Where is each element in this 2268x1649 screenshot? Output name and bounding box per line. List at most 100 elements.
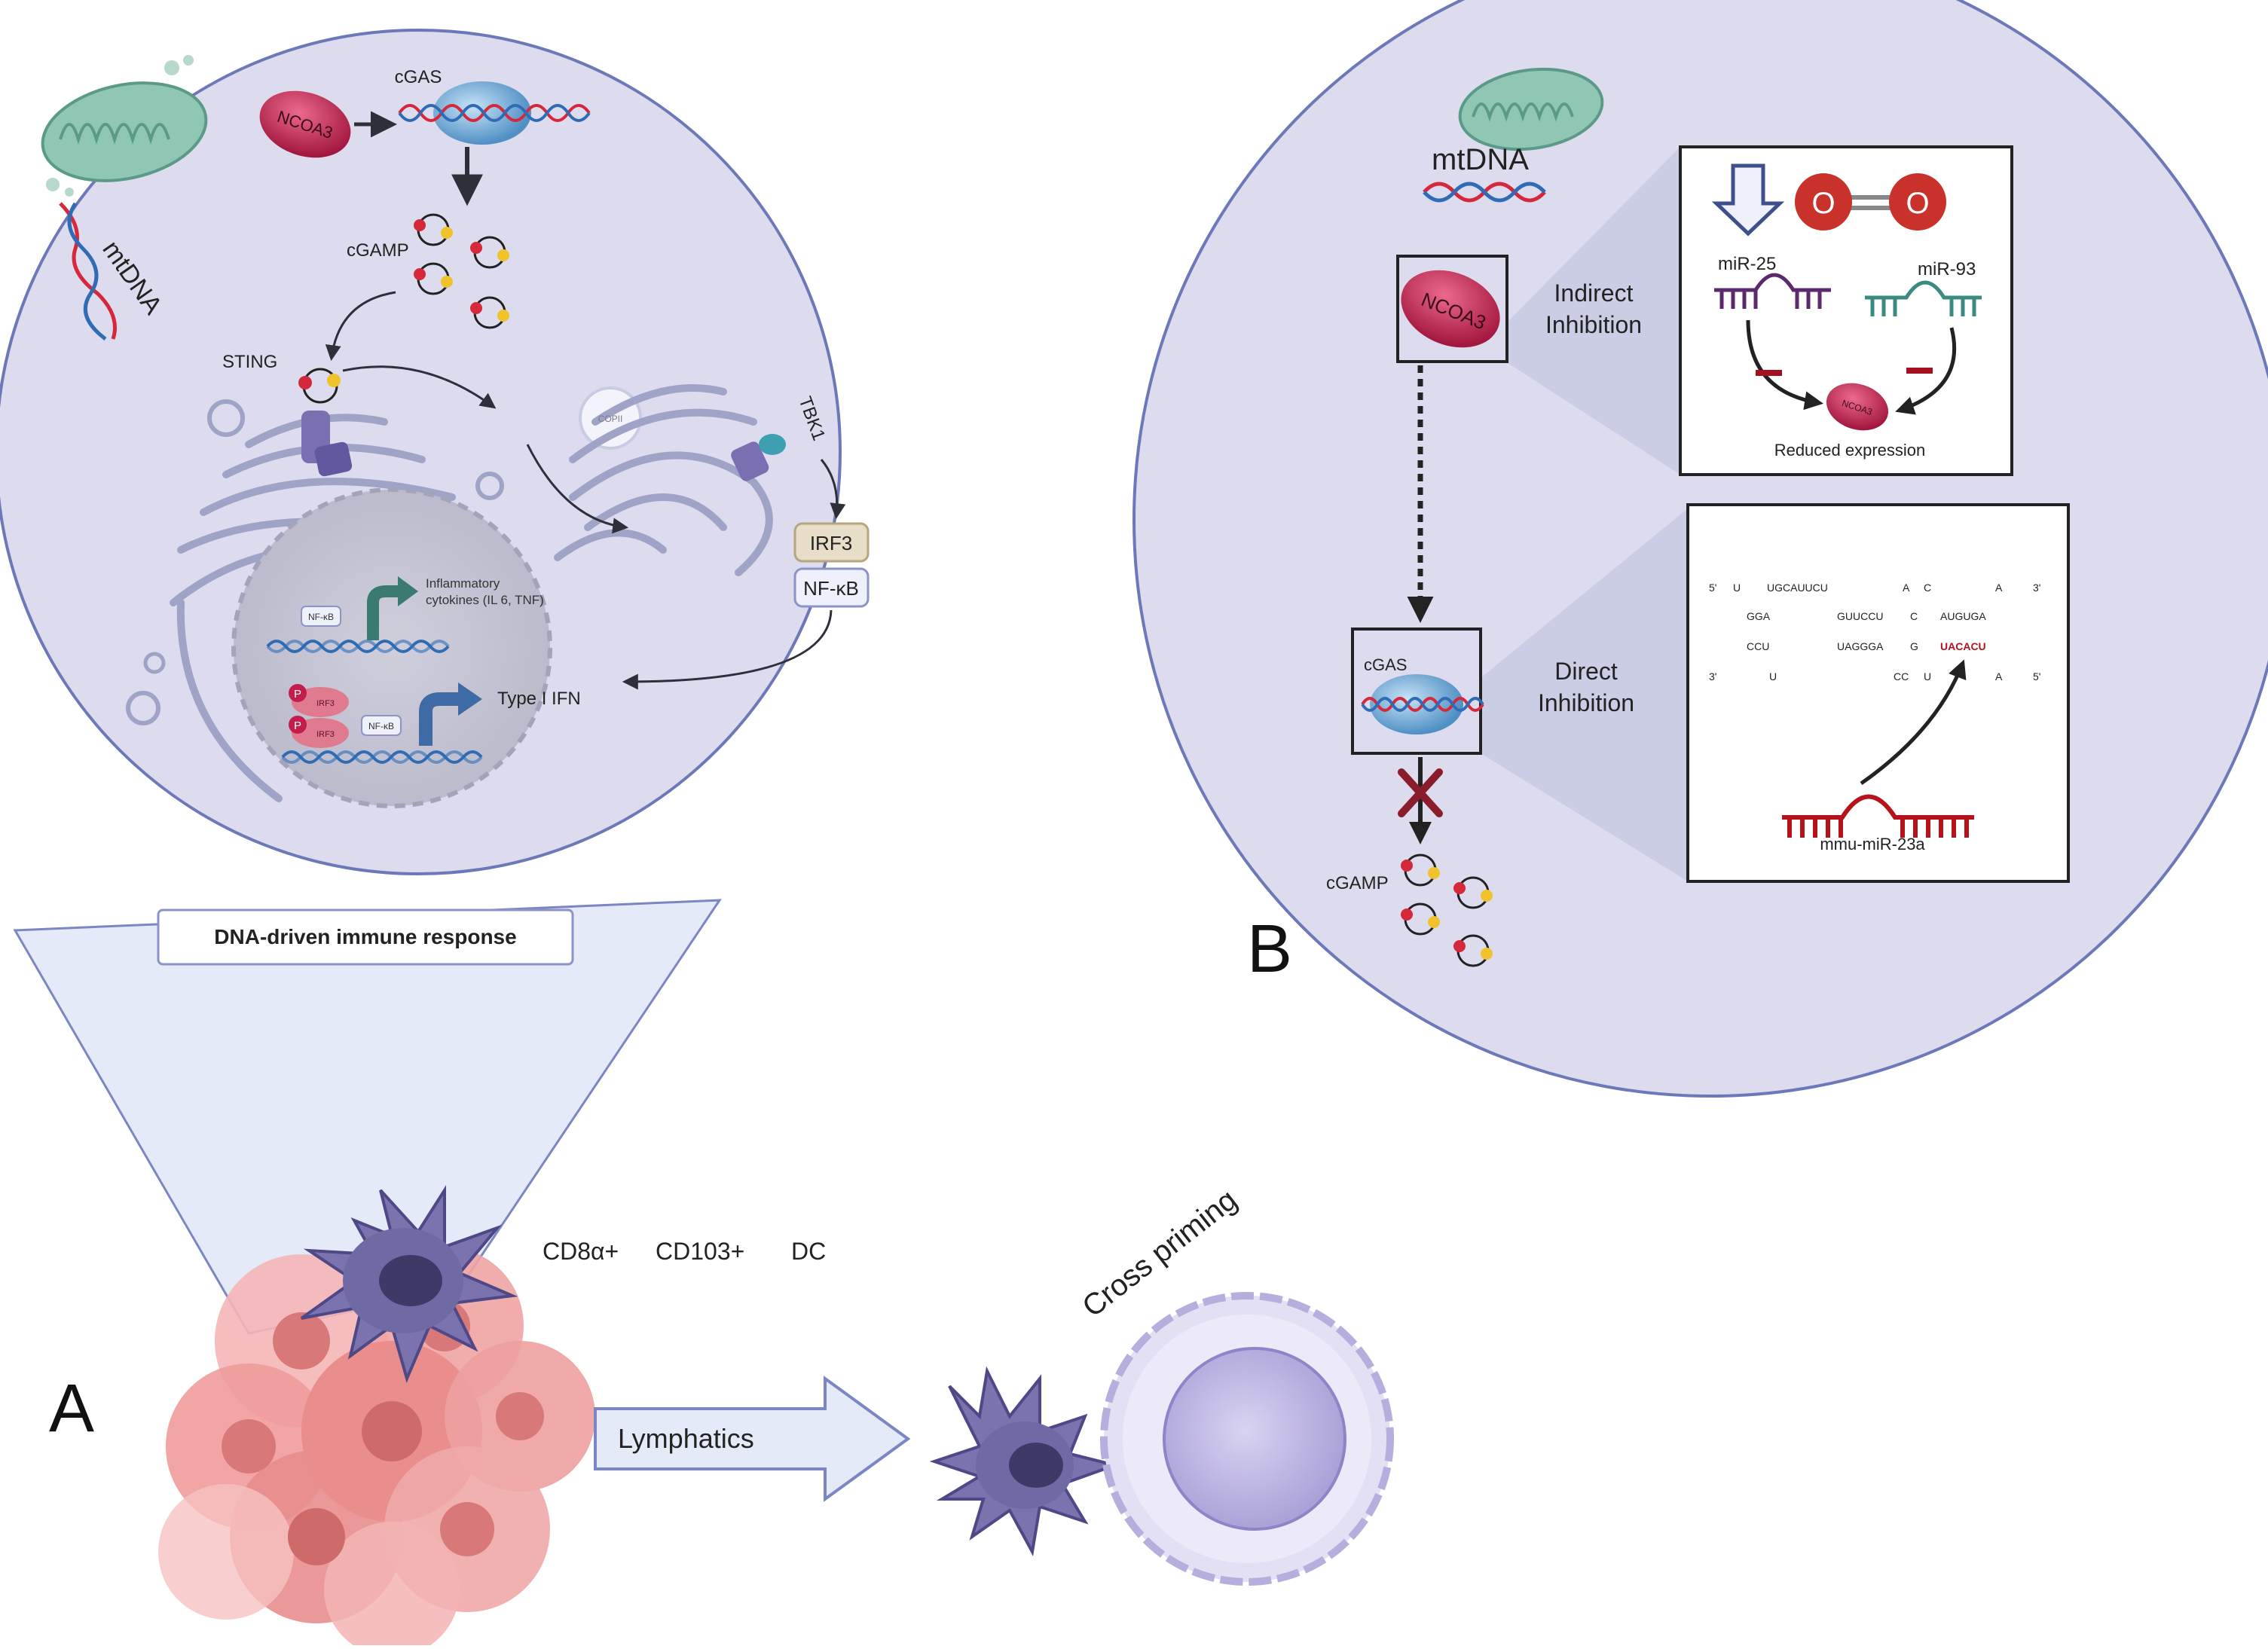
ncoa3-small-b	[1826, 383, 1889, 431]
seq-r1-a2: A	[1995, 582, 2003, 594]
sequence-alignment: 5' U UGCAUUCU A C A 3' GGA GUUCCU C AUGU…	[1709, 582, 2040, 683]
inflammatory-line2: cytokines (IL 6, TNF)	[426, 593, 544, 607]
mir93-hairpin-icon	[1865, 280, 1982, 316]
ncoa3-box-b	[1396, 255, 1508, 363]
phospho-2	[289, 716, 307, 734]
type1-ifn-label: Type I IFN	[497, 689, 581, 709]
copii-label: COPII	[598, 414, 623, 424]
mtdna-helix-a	[59, 202, 117, 340]
mir93-repress-arrow	[1895, 327, 1957, 415]
nfkb-box-label: NF-κB	[803, 577, 859, 600]
oxygen-left-label: O	[1811, 187, 1835, 220]
inflammatory-arrow	[367, 585, 399, 640]
dna-lower-a	[281, 750, 483, 764]
phospho-label-1: P	[294, 688, 301, 701]
mitochondrion-icon-b	[1458, 67, 1604, 151]
mir25-hairpin-icon	[1714, 273, 1831, 309]
mtdna-helix-b	[1423, 182, 1546, 203]
dc-label: DC	[791, 1238, 826, 1265]
direct-zoom-fan	[1481, 508, 1688, 881]
sting-label: STING	[222, 352, 277, 372]
seq-r1-c: C	[1924, 582, 1931, 594]
seq-r2-augu: AUGUGA	[1940, 610, 1986, 622]
seq-r2-c: C	[1910, 610, 1918, 622]
down-arrow-icon	[1711, 163, 1785, 237]
dendritic-cell-lymph	[929, 1366, 1120, 1557]
t-cell	[1100, 1292, 1394, 1586]
direct-line2: Inhibition	[1538, 689, 1634, 716]
cd103-label: CD103+	[656, 1238, 744, 1265]
cgas-label-b: cGAS	[1364, 655, 1407, 674]
nfkb-box	[793, 567, 870, 608]
seq-r4-a: A	[1995, 670, 2003, 683]
direct-line1: Direct	[1554, 658, 1618, 685]
phospho-1	[289, 684, 307, 702]
seq-r4-3prime: 3'	[1709, 670, 1716, 683]
nfkb-small-box-1	[301, 606, 341, 627]
irf3-small-label-2: IRF3	[316, 730, 335, 739]
ncoa3-protein-a	[259, 90, 351, 158]
dendritic-cell-tumor	[300, 1185, 518, 1383]
mirna-to-seed-arrow	[1860, 659, 1967, 786]
panel-b: mtDNA NCOA3 Indirect Inhibition cGAS Dir…	[1132, 0, 2268, 1098]
inflammatory-line1: Inflammatory	[426, 576, 500, 591]
panel-a: mtDNA NCOA3 cGAS cGAMP	[0, 29, 1394, 1649]
seq-r3-g: G	[1910, 640, 1918, 652]
cgamp-label-b: cGAMP	[1326, 873, 1389, 893]
lymphatics-label: Lymphatics	[618, 1423, 754, 1454]
panel-a-letter: A	[49, 1371, 94, 1446]
mir25-label: miR-25	[1718, 254, 1776, 274]
nuclear-envelope-a	[176, 599, 283, 802]
indirect-line1: Indirect	[1554, 279, 1634, 307]
mirna-23a-hairpin-icon	[1782, 794, 1974, 838]
seq-r4-u2: U	[1924, 670, 1931, 683]
mirna-23a-label: mmu-miR-23a	[1820, 835, 1925, 854]
nfkb-small-label-1: NF-κB	[308, 612, 334, 622]
dna-immune-banner-text: DNA-driven immune response	[214, 925, 516, 948]
inflammatory-arrow-head	[398, 576, 418, 606]
seq-r2-guuccu: GUUCCU	[1837, 610, 1883, 622]
sting-protein-a	[298, 368, 353, 477]
copii-to-er-arrow	[526, 444, 629, 534]
nfkb-to-nucleus-arrow	[622, 609, 833, 690]
seq-r3-seed: UACACU	[1940, 640, 1986, 652]
cgamp-to-sting-arrow	[325, 291, 396, 362]
dna-upper-a	[266, 640, 450, 653]
seq-r4-cc: CC	[1894, 670, 1909, 683]
oxygen-right-label: O	[1906, 187, 1929, 220]
type1-ifn-arrow-head	[458, 683, 482, 716]
oxygen-molecule-icon	[1795, 173, 1946, 231]
mir25-repress-arrow	[1746, 319, 1823, 411]
cgamp-molecules-a	[414, 213, 509, 329]
type1-ifn-arrow	[419, 692, 460, 746]
direct-detail-box	[1686, 503, 2070, 883]
seq-r3-ccu: CCU	[1747, 640, 1769, 652]
lymphatics-arrow	[594, 1376, 911, 1502]
seq-r4-5prime: 5'	[2033, 670, 2040, 683]
ncoa3-protein-b	[1401, 270, 1500, 348]
seq-r1-5prime: 5'	[1709, 582, 1716, 594]
mtdna-label-b: mtDNA	[1432, 143, 1529, 176]
sting-to-copii-arrow	[342, 365, 497, 409]
cgas-label-a: cGAS	[395, 67, 442, 87]
seq-r1-u: U	[1733, 582, 1741, 594]
seq-r1-main: UGCAUUCU	[1767, 582, 1828, 594]
dna-immune-banner	[157, 908, 574, 966]
seq-r4-u: U	[1769, 670, 1777, 683]
reduced-expression-label: Reduced expression	[1774, 441, 1926, 460]
panel-a-lens	[0, 29, 842, 875]
irf3-box-label: IRF3	[810, 532, 852, 554]
nfkb-small-label-2: NF-κB	[368, 721, 394, 731]
seq-r1-a: A	[1903, 582, 1910, 594]
cd8-label: CD8α+	[543, 1238, 619, 1265]
panel-b-letter: B	[1247, 912, 1292, 987]
phospho-label-2: P	[294, 719, 301, 732]
seq-r2-gga: GGA	[1747, 610, 1771, 622]
indirect-zoom-fan	[1505, 147, 1680, 475]
tbk1-protein	[731, 434, 786, 481]
indirect-line2: Inhibition	[1545, 311, 1642, 338]
cgas-complex-b	[1361, 674, 1484, 734]
seq-r1-3prime: 3'	[2033, 582, 2040, 594]
